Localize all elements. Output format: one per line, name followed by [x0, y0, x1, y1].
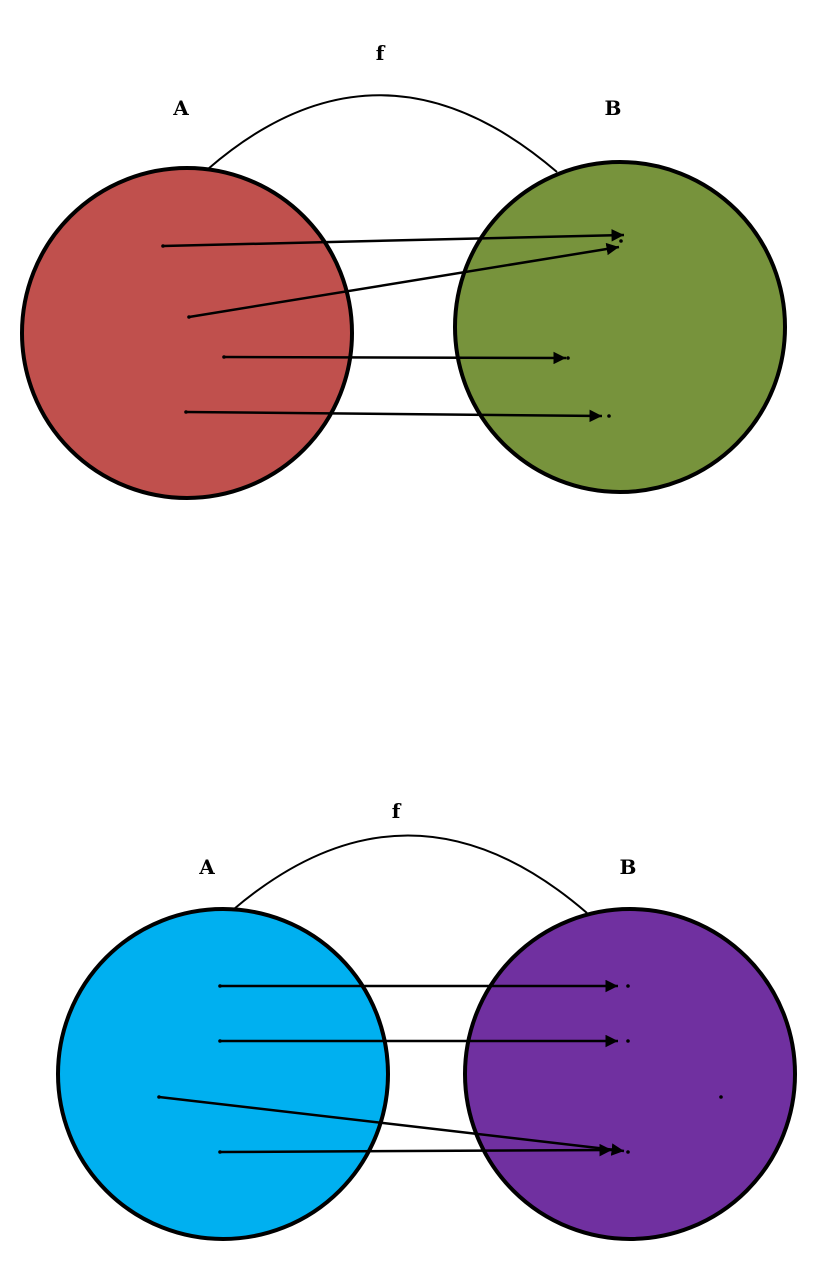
- set-element-point: [566, 356, 570, 360]
- domain-label: A: [172, 96, 189, 120]
- mapping-arrow: [185, 409, 603, 423]
- mapping-arrow: [223, 351, 567, 365]
- codomain-label: B: [620, 855, 637, 879]
- domain-label: A: [198, 855, 215, 879]
- mapping-arrow: [158, 1095, 625, 1156]
- function-label: f: [376, 41, 386, 65]
- mapping-arrow: [162, 229, 625, 248]
- function-diagram-2: f A B: [56, 799, 797, 1241]
- set-element-point: [607, 414, 611, 418]
- set-element-point: [626, 984, 630, 988]
- domain-set-circle: [20, 166, 354, 500]
- set-element-point: [626, 1150, 630, 1154]
- codomain-set-circle: [453, 160, 787, 494]
- function-arc: [207, 94, 558, 173]
- set-element-point: [626, 1039, 630, 1043]
- set-element-point: [719, 1095, 723, 1099]
- set-element-point: [619, 239, 623, 243]
- codomain-set-circle: [463, 907, 797, 1241]
- function-diagram-1: f A B: [20, 41, 787, 500]
- mapping-arrows: [158, 979, 625, 1157]
- mapping-arrows: [162, 229, 625, 423]
- domain-set-circle: [56, 907, 390, 1241]
- function-label: f: [392, 799, 402, 823]
- codomain-label: B: [605, 96, 622, 120]
- function-arc: [233, 834, 588, 914]
- mapping-arrow: [188, 242, 620, 319]
- mapping-arrow: [219, 1143, 613, 1157]
